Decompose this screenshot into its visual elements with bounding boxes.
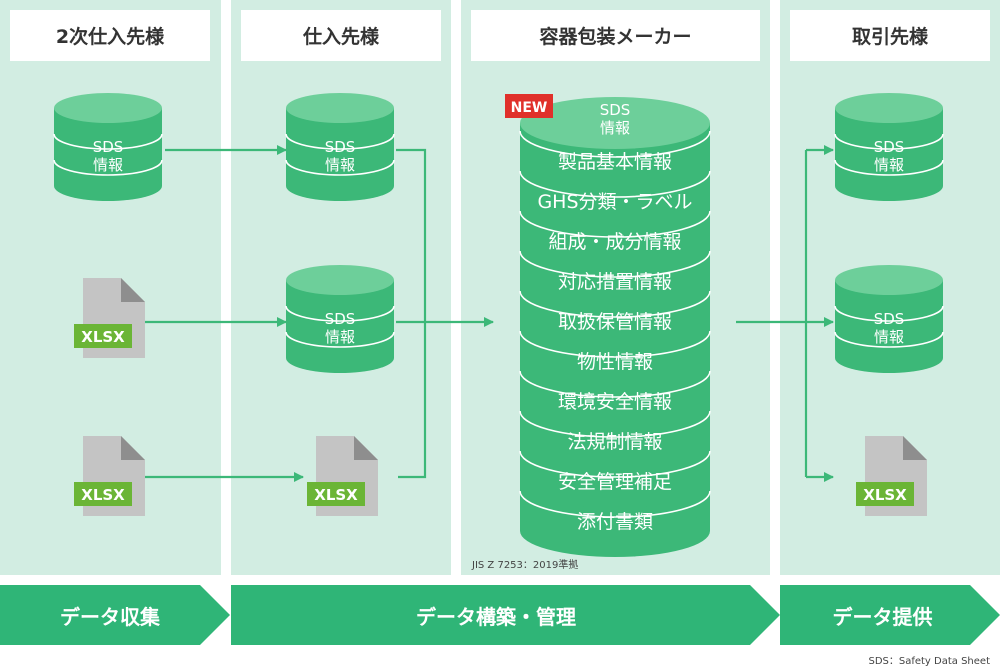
- db-bottom: [835, 343, 943, 373]
- db-ring: [285, 133, 395, 150]
- big-db-ring: [519, 130, 711, 158]
- db-label-sds: SDS: [874, 138, 905, 156]
- xlsx-file-icon: XLSX: [74, 436, 145, 516]
- sds-footnote: SDS：Safety Data Sheet: [868, 656, 990, 667]
- big-db-layer-label: 対応措置情報: [558, 271, 672, 293]
- stage-provide-label: データ提供: [832, 604, 933, 629]
- db-bottom: [54, 171, 162, 201]
- db-ring: [285, 305, 395, 322]
- stage-arrows: [0, 585, 1000, 645]
- new-badge-label: NEW: [511, 100, 548, 116]
- db-ring: [285, 159, 395, 176]
- big-db-layer-label: 環境安全情報: [558, 391, 672, 413]
- jis-standard-note: JIS Z 7253：2019準拠: [472, 560, 579, 571]
- big-db-layer-label: 安全管理補足: [558, 471, 672, 493]
- db-label-info: 情報: [93, 156, 123, 174]
- file-corner: [121, 436, 145, 460]
- xlsx-badge-label: XLSX: [863, 486, 907, 504]
- big-db-layer-label: GHS分類・ラベル: [537, 191, 692, 213]
- header-secondary-supplier: 2次仕入先様: [10, 10, 210, 61]
- db-bottom: [835, 171, 943, 201]
- big-db-bottom: [520, 505, 710, 557]
- xlsx-badge: [307, 482, 365, 506]
- connectors: [145, 145, 834, 482]
- file-corner: [903, 436, 927, 460]
- db-label-sds: SDS: [874, 310, 905, 328]
- db-top: [835, 93, 943, 123]
- db-bottom: [286, 343, 394, 373]
- db-ring: [834, 305, 944, 322]
- stage-arrow-build: [231, 585, 780, 645]
- big-db-layer-label: 製品基本情報: [558, 151, 672, 173]
- file-corner: [121, 278, 145, 302]
- header-manufacturer: 容器包装メーカー: [471, 10, 760, 61]
- big-db-ring: [519, 170, 711, 198]
- db-label-info: 情報: [325, 328, 355, 346]
- xlsx-badge: [74, 324, 132, 348]
- xlsx-badge-label: XLSX: [314, 486, 358, 504]
- header-customer: 取引先様: [790, 10, 990, 61]
- big-db-ring: [519, 250, 711, 278]
- stage-collect-label: データ収集: [60, 604, 160, 629]
- new-badge-bg: [505, 94, 553, 118]
- xlsx-badge: [74, 482, 132, 506]
- db-label-info: 情報: [874, 328, 904, 346]
- db-ring: [53, 133, 163, 150]
- big-db-layer-label: 物性情報: [577, 351, 653, 373]
- db-label-info: 情報: [325, 156, 355, 174]
- big-db-ring: [519, 410, 711, 438]
- db-top: [286, 93, 394, 123]
- db-ring: [53, 159, 163, 176]
- big-db-layer-label: 添付書類: [577, 511, 653, 533]
- db-bottom: [286, 171, 394, 201]
- stage-build-label: データ構築・管理: [416, 604, 576, 629]
- big-db-ring: [519, 210, 711, 238]
- big-db-top-sds: SDS: [600, 101, 631, 119]
- xlsx-file-icon: XLSX: [307, 436, 378, 516]
- xlsx-file-icon: XLSX: [856, 436, 927, 516]
- big-db-ring: [519, 290, 711, 318]
- db-top: [54, 93, 162, 123]
- big-db-top-info: 情報: [600, 119, 630, 137]
- big-db-ring: [519, 370, 711, 398]
- stage-arrow-collect: [0, 585, 230, 645]
- db-ring: [834, 133, 944, 150]
- xlsx-file-icon: XLSX: [74, 278, 145, 358]
- db-ring: [285, 331, 395, 348]
- db-label-info: 情報: [874, 156, 904, 174]
- new-badge: NEW: [505, 94, 553, 118]
- xlsx-badge: [856, 482, 914, 506]
- header-supplier: 仕入先様: [241, 10, 441, 61]
- db-top: [286, 265, 394, 295]
- connector-line: [396, 148, 427, 479]
- db-label-sds: SDS: [325, 310, 356, 328]
- xlsx-badge-label: XLSX: [81, 486, 125, 504]
- big-db-ring: [519, 450, 711, 478]
- db-ring: [834, 159, 944, 176]
- big-db-layer-label: 取扱保管情報: [558, 311, 672, 333]
- big-db-layer-label: 組成・成分情報: [548, 231, 681, 253]
- big-db-layer-label: 法規制情報: [567, 431, 662, 453]
- big-database-icon: 製品基本情報 GHS分類・ラベル組成・成分情報対応措置情報取扱保管情報物性情報環境…: [519, 97, 711, 557]
- db-ring: [834, 331, 944, 348]
- big-db-ring: [519, 490, 711, 518]
- db-label-sds: SDS: [93, 138, 124, 156]
- big-db-ring: [519, 330, 711, 358]
- db-top: [835, 265, 943, 295]
- db-label-sds: SDS: [325, 138, 356, 156]
- stage-arrow-provide: [780, 585, 1000, 645]
- big-db-top: [520, 97, 710, 149]
- file-corner: [354, 436, 378, 460]
- xlsx-badge-label: XLSX: [81, 328, 125, 346]
